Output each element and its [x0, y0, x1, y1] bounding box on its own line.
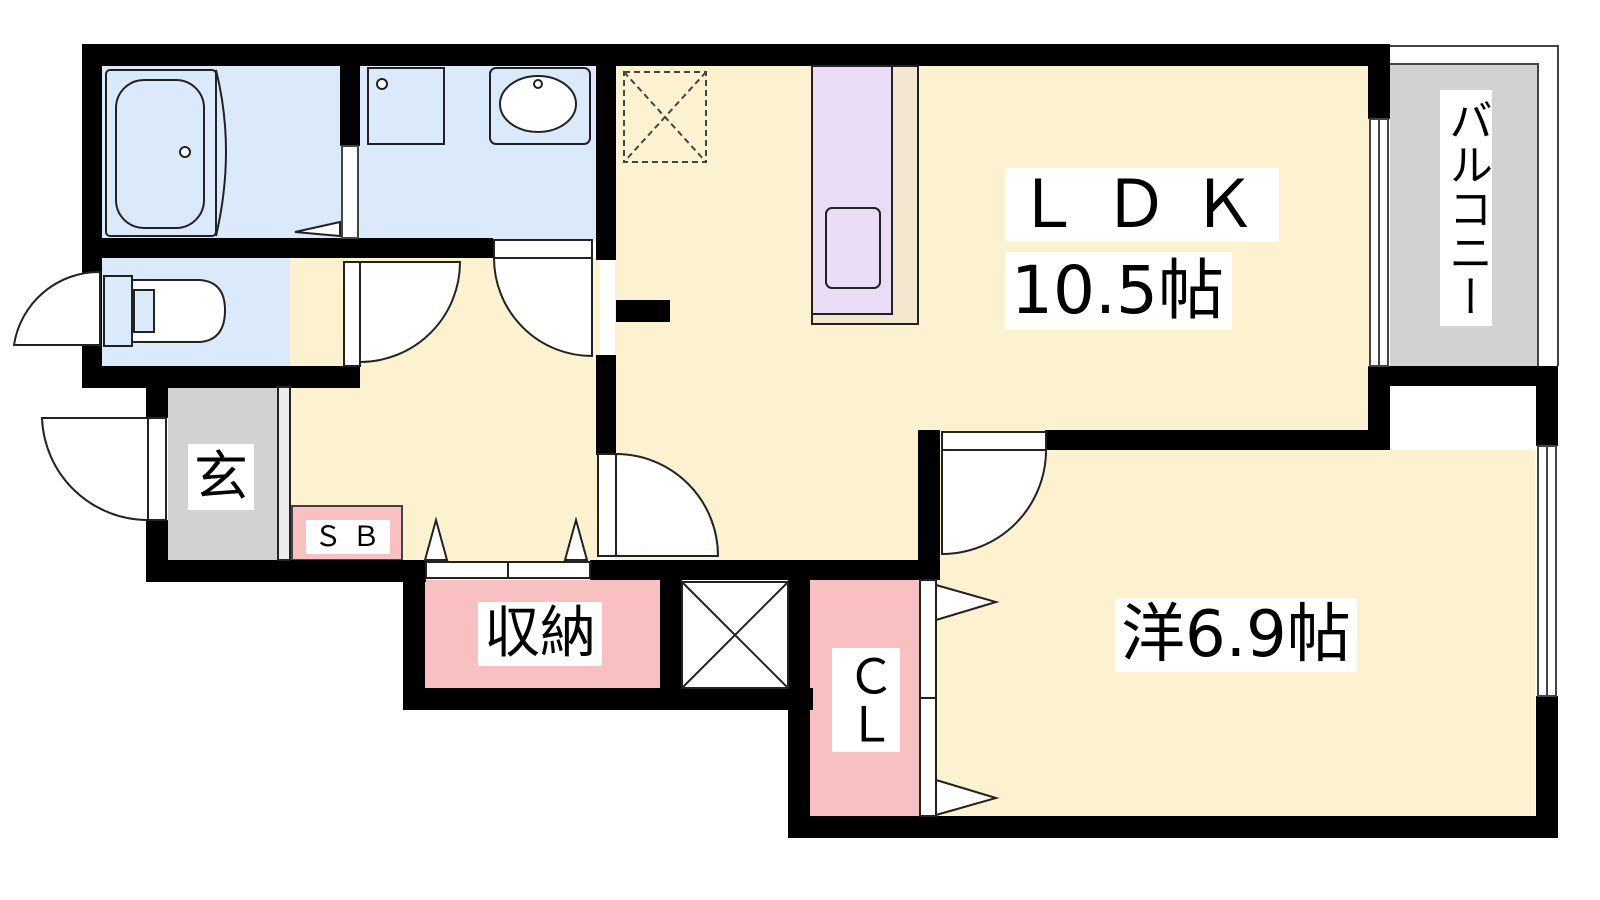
ldk-door-icon [615, 452, 720, 557]
wall-room-left [918, 430, 940, 580]
western-room-label: 洋6.9帖 [1115, 598, 1357, 672]
wall-bath-toilet [82, 238, 347, 258]
closet-label: ＣＬ [832, 648, 900, 752]
wall-ldk-right-low [1368, 366, 1390, 450]
washing-machine-icon [367, 67, 445, 145]
ldk-label: ＬＤＫ [1005, 168, 1279, 242]
wall-wet-hall [345, 238, 493, 258]
washroom-door-icon [492, 257, 593, 358]
windows [341, 118, 1557, 697]
wall-bottom-ldk [590, 560, 940, 580]
wall-top-ldk [598, 44, 1390, 66]
wall-toilet-bottom [82, 366, 360, 388]
wall-room-right [1536, 386, 1558, 446]
wall-ldk-stub [616, 300, 670, 322]
wall-storage-bottom [403, 688, 813, 710]
balcony-railing [1390, 45, 1559, 366]
wall-storage-left [403, 560, 425, 710]
ldk-floor [615, 64, 1370, 432]
toilet-door-icon [12, 270, 101, 346]
ldk-size-label: 10.5帖 [1005, 252, 1232, 330]
shoebox-label: ＳＢ [306, 520, 391, 554]
bath-window [341, 145, 359, 239]
wall-room-bottom [788, 816, 1558, 838]
wall-storage-right [660, 578, 682, 690]
wall-ldk-right [1368, 44, 1390, 119]
storage-label: 収納 [478, 602, 602, 666]
wall-bottom-entrance [146, 560, 426, 582]
wall-ldk-room [1045, 430, 1390, 450]
wall-duct-right [788, 578, 810, 838]
front-door-icon [40, 417, 149, 522]
wall-bath-wash [340, 64, 360, 146]
bath-door-icon [294, 220, 341, 238]
kitchen-sink-icon [825, 207, 881, 289]
washbasin-icon [489, 67, 591, 145]
toilet-inner-door-icon [359, 261, 462, 364]
walls [82, 44, 1558, 838]
wall-ldk-left-upper [596, 44, 616, 260]
wall-entrance-left [146, 386, 168, 418]
wall-ldk-left-mid [596, 355, 616, 455]
entrance-label: 玄 [188, 444, 254, 510]
bathtub-icon [105, 69, 227, 237]
wall-top-left [82, 44, 614, 66]
wall-room-right-low [1536, 696, 1558, 838]
refrigerator-space [623, 71, 707, 163]
kitchen-counter [811, 65, 919, 325]
room-door-icon [941, 449, 1048, 556]
balcony-label: バルコニー [1440, 90, 1492, 326]
doors [12, 239, 1048, 817]
wall-room-top-right [1390, 366, 1558, 386]
pipe-shaft [681, 581, 789, 689]
toilet-icon [103, 275, 227, 347]
